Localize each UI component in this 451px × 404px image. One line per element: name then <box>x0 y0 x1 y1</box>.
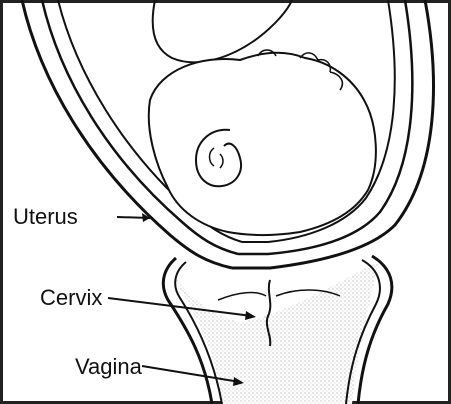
label-uterus: Uterus <box>13 204 78 229</box>
cervix-lip-left <box>218 293 266 300</box>
label-cervix: Cervix <box>40 285 102 310</box>
label-vagina: Vagina <box>75 354 143 379</box>
pointer-cervix <box>108 298 252 316</box>
pointer-cervix-head <box>245 311 256 320</box>
